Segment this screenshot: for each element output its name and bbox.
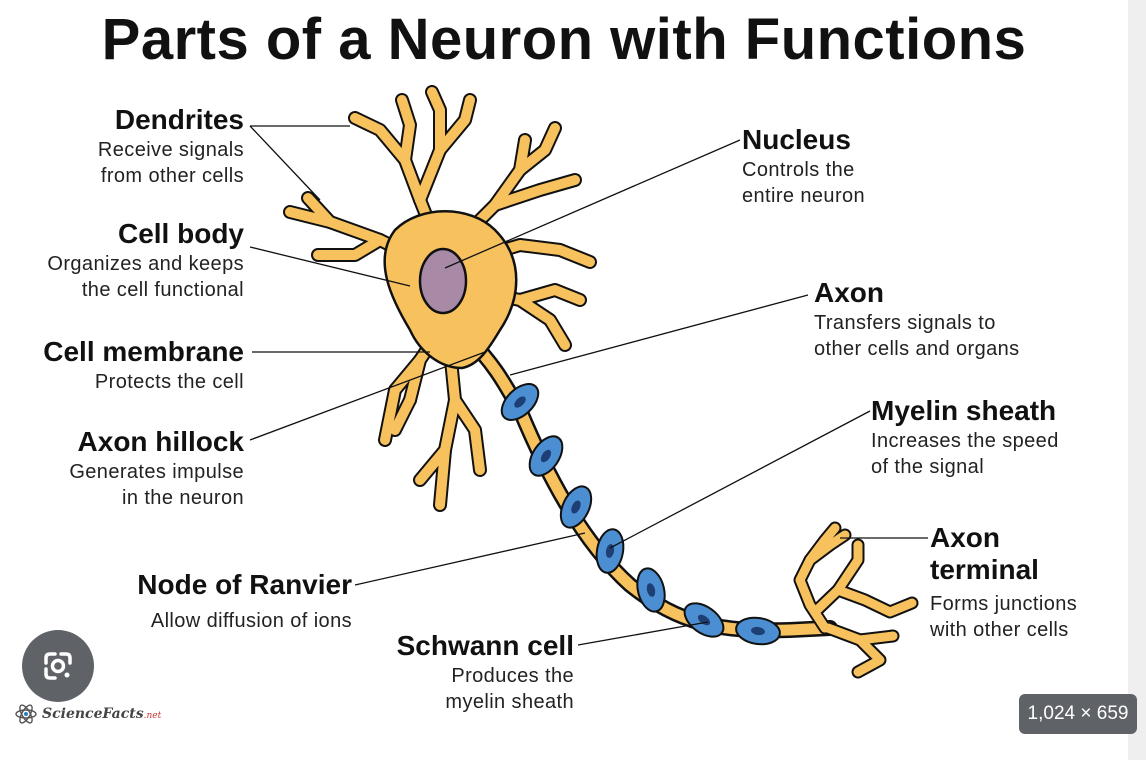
schwann-cell-nucleus — [751, 626, 765, 636]
label-myelin-sheath-heading: Myelin sheath — [871, 395, 1057, 426]
myelin-sheath-segments — [500, 383, 781, 646]
label-axon-terminal: Axon terminal Forms junctions with other… — [930, 522, 1077, 642]
label-nucleus-desc-2: entire neuron — [742, 185, 866, 207]
label-cell-membrane-desc-1: Protects the cell — [94, 371, 244, 393]
label-cell-membrane-heading: Cell membrane — [43, 336, 244, 367]
leader-cell-body — [249, 246, 411, 287]
right-scroll-strip — [1128, 0, 1146, 760]
label-axon: Axon Transfers signals to other cells an… — [814, 277, 1020, 361]
label-myelin-sheath-desc-2: of the signal — [871, 456, 985, 478]
leader-dendrites-2 — [249, 125, 321, 201]
logo-text: ScienceFacts.net — [42, 706, 161, 722]
label-axon-heading: Axon — [814, 277, 884, 308]
label-myelin-sheath-desc-1: Increases the speed — [871, 430, 1059, 452]
sciencefacts-logo: ScienceFacts.net — [14, 702, 161, 726]
leader-axon-hillock — [249, 351, 486, 441]
schwann-cell-nucleus — [571, 500, 581, 514]
leader-axon — [509, 294, 809, 376]
label-axon-terminal-heading-1: Axon — [930, 522, 1000, 553]
schwann-cell-nucleus — [646, 583, 656, 597]
label-node-of-ranvier-desc-1: Allow diffusion of ions — [150, 610, 352, 632]
nucleus-shape — [418, 247, 468, 315]
label-axon-terminal-heading-2: terminal — [930, 554, 1039, 585]
label-node-of-ranvier: Node of Ranvier Allow diffusion of ions — [137, 569, 352, 633]
label-cell-membrane: Cell membrane Protects the cell — [43, 336, 244, 394]
label-cell-body-desc-2: the cell functional — [81, 279, 244, 301]
label-axon-terminal-desc-2: with other cells — [930, 619, 1069, 641]
label-schwann-cell: Schwann cell Produces the myelin sheath — [397, 630, 574, 714]
label-axon-hillock: Axon hillock Generates impulse in the ne… — [69, 426, 244, 510]
leader-schwann-cell — [577, 621, 709, 646]
google-lens-icon — [44, 652, 72, 680]
label-nucleus: Nucleus Controls the entire neuron — [742, 124, 865, 208]
image-dimensions-badge: 1,024 × 659 — [1019, 694, 1137, 734]
label-cell-body: Cell body Organizes and keeps the cell f… — [47, 218, 244, 302]
label-schwann-cell-heading: Schwann cell — [396, 630, 574, 661]
axon-terminal-shape — [793, 521, 919, 679]
label-node-of-ranvier-heading: Node of Ranvier — [137, 569, 352, 600]
label-axon-hillock-desc-1: Generates impulse — [69, 461, 244, 483]
leader-myelin-sheath — [609, 410, 871, 549]
leader-lines — [249, 125, 928, 646]
google-lens-button[interactable] — [22, 630, 94, 702]
label-axon-terminal-desc-1: Forms junctions — [930, 593, 1078, 615]
label-nucleus-desc-1: Controls the — [742, 159, 855, 181]
label-dendrites: Dendrites Receive signals from other cel… — [98, 104, 244, 188]
diagram-title: Parts of a Neuron with Functions — [101, 7, 1027, 72]
schwann-cell-nucleus — [514, 396, 526, 408]
label-axon-hillock-desc-2: in the neuron — [122, 487, 244, 509]
label-dendrites-heading: Dendrites — [114, 104, 244, 135]
label-schwann-cell-desc-2: myelin sheath — [445, 691, 574, 713]
label-axon-desc-2: other cells and organs — [814, 338, 1020, 360]
label-schwann-cell-desc-1: Produces the — [451, 665, 574, 687]
label-axon-desc-1: Transfers signals to — [814, 312, 996, 334]
label-dendrites-desc-1: Receive signals — [97, 139, 244, 161]
label-dendrites-desc-2: from other cells — [100, 165, 244, 187]
label-axon-hillock-heading: Axon hillock — [77, 426, 244, 457]
label-cell-body-desc-1: Organizes and keeps — [47, 253, 244, 275]
label-cell-body-heading: Cell body — [117, 218, 244, 249]
atom-logo-icon — [15, 704, 37, 724]
leader-nucleus — [444, 139, 741, 269]
leader-node-of-ranvier — [354, 532, 586, 586]
label-nucleus-heading: Nucleus — [742, 124, 851, 155]
label-myelin-sheath: Myelin sheath Increases the speed of the… — [871, 395, 1059, 479]
logo-suffix: .net — [143, 711, 162, 721]
logo-brand: ScienceFacts — [42, 706, 144, 722]
schwann-cell-nucleus — [540, 449, 552, 463]
